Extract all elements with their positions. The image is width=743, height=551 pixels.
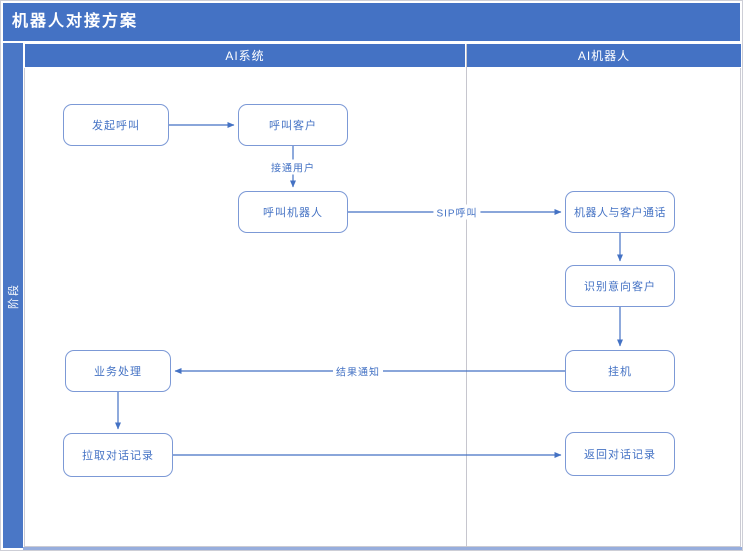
lane-divider	[466, 44, 467, 547]
edge-label-result-notify: 结果通知	[333, 363, 383, 379]
edge-label-connect-user: 接通用户	[268, 159, 318, 175]
flow-node-identify-intent-customer[interactable]: 识别意向客户	[565, 265, 675, 307]
flow-node-call-customer[interactable]: 呼叫客户	[238, 104, 348, 146]
node-label: 发起呼叫	[92, 120, 140, 132]
node-label: 识别意向客户	[584, 281, 656, 293]
node-label: 呼叫机器人	[263, 207, 323, 219]
diagram-title: 机器人对接方案	[3, 3, 740, 41]
lane-header-ai-system: AI系统	[25, 44, 465, 67]
phase-strip: 阶段	[3, 43, 23, 548]
node-label: 业务处理	[94, 366, 142, 378]
flow-node-call-robot[interactable]: 呼叫机器人	[238, 191, 348, 233]
edge-label-sip-call: SIP呼叫	[433, 204, 481, 220]
lane-header-label: AI系统	[225, 49, 265, 63]
phase-label: 阶段	[8, 282, 20, 309]
bottom-accent-bar	[23, 547, 742, 550]
lane-header-ai-robot: AI机器人	[467, 44, 741, 67]
node-label: 机器人与客户通话	[574, 207, 666, 219]
flow-node-robot-customer-talk[interactable]: 机器人与客户通话	[565, 191, 675, 233]
node-label: 拉取对话记录	[82, 450, 154, 462]
lane-header-label: AI机器人	[577, 49, 631, 63]
flow-node-hang-up[interactable]: 挂机	[565, 350, 675, 392]
node-label: 挂机	[608, 366, 632, 378]
flow-node-pull-conversation-records[interactable]: 拉取对话记录	[63, 433, 173, 477]
node-label: 返回对话记录	[584, 449, 656, 461]
node-label: 呼叫客户	[269, 120, 317, 132]
flow-node-initiate-call[interactable]: 发起呼叫	[63, 104, 169, 146]
flow-node-business-processing[interactable]: 业务处理	[65, 350, 171, 392]
flow-node-return-conversation-records[interactable]: 返回对话记录	[565, 432, 675, 476]
